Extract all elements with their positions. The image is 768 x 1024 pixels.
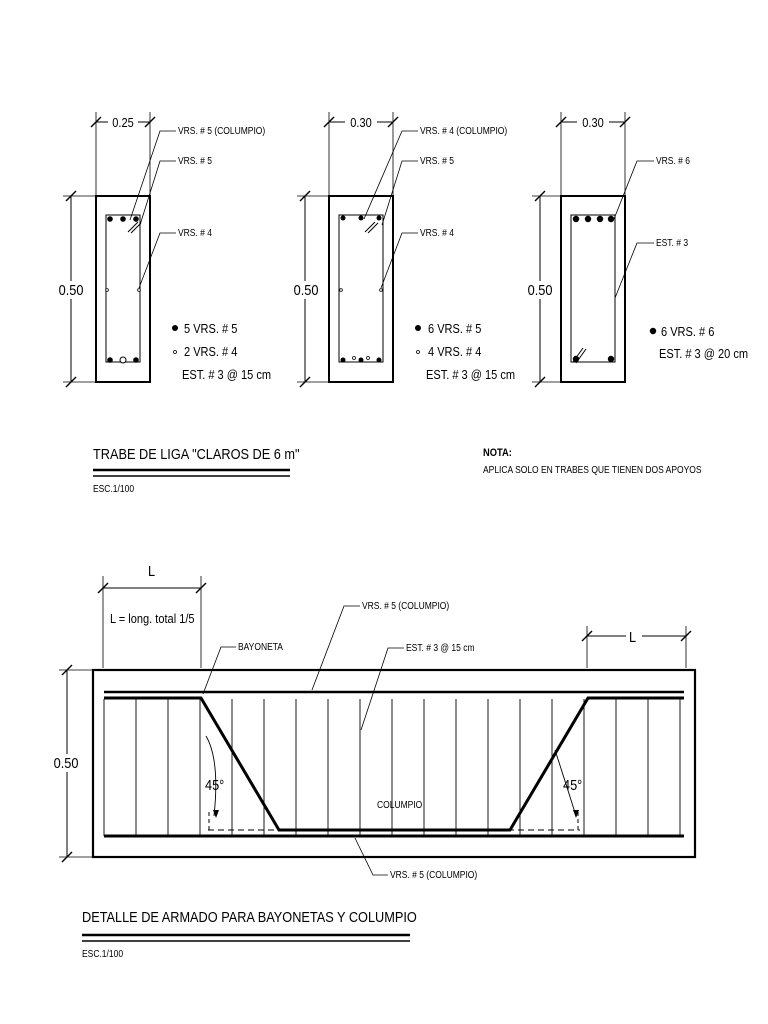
height-dim-label: 0.50 xyxy=(59,281,84,298)
label-bayoneta: BAYONETA xyxy=(238,641,284,652)
label-top-bar: VRS. # 5 xyxy=(420,155,454,166)
label-stirrup: EST. # 3 xyxy=(656,237,688,248)
height-dimension: 0.50 xyxy=(523,190,561,388)
label-bottom-columpio-bar: VRS. # 5 (COLUMPIO) xyxy=(390,869,477,880)
beam-section-1: 0.25 0.50 VRS. xyxy=(54,112,271,388)
label-top-bar: VRS. # 6 xyxy=(656,155,690,166)
dimension-L-right: L xyxy=(581,626,692,668)
beam-section-3: 0.30 0.50 VRS. # 6 EST. # 3 6 VRS. # 6 xyxy=(523,112,748,388)
legend-line-2: 2 VRS. # 4 xyxy=(184,344,238,359)
scale-label: ESC.1/100 xyxy=(82,948,123,959)
label-side-bar: VRS. # 4 xyxy=(420,227,454,238)
legend-line-3: EST. # 3 @ 15 cm xyxy=(182,367,271,382)
stirrup xyxy=(570,214,616,363)
title-trabe-de-liga: TRABE DE LIGA "CLAROS DE 6 m" xyxy=(93,445,300,462)
stirrup xyxy=(338,214,384,363)
label-columpio: COLUMPIO xyxy=(377,799,422,810)
section-outline xyxy=(560,195,626,383)
legend-line-1: 5 VRS. # 5 xyxy=(184,321,238,336)
stirrup xyxy=(105,214,141,363)
section-outline xyxy=(95,195,151,383)
hollow-bar-symbol xyxy=(173,350,177,354)
height-dimension: 0.50 xyxy=(50,664,93,863)
title-detalle-de-armado: DETALLE DE ARMADO PARA BAYONETAS Y COLUM… xyxy=(82,908,417,925)
dim-L-label: L xyxy=(148,562,155,579)
legend-line-2: EST. # 3 @ 20 cm xyxy=(659,346,748,361)
filled-bar-symbol xyxy=(649,327,657,335)
dim-L-right-label: L xyxy=(629,628,636,645)
note-text: APLICA SOLO EN TRABES QUE TIENEN DOS APO… xyxy=(483,464,702,475)
width-dimension: 0.30 xyxy=(323,112,399,195)
height-dimension: 0.50 xyxy=(289,190,329,388)
angle-right-label: 45° xyxy=(563,776,582,793)
title-block-1: TRABE DE LIGA "CLAROS DE 6 m" ESC.1/100 xyxy=(93,445,300,494)
label-columpio-bar: VRS. # 5 (COLUMPIO) xyxy=(178,125,265,136)
filled-bar-symbol xyxy=(172,325,178,331)
section-outline xyxy=(328,195,394,383)
height-dimension: 0.50 xyxy=(54,190,96,388)
label-side-bar: VRS. # 4 xyxy=(178,227,212,238)
stirrups xyxy=(103,699,681,836)
length-formula: L = long. total 1/5 xyxy=(110,611,195,626)
title-block-2: DETALLE DE ARMADO PARA BAYONETAS Y COLUM… xyxy=(82,908,417,959)
height-dim-label: 0.50 xyxy=(294,281,319,298)
height-dim-label: 0.50 xyxy=(54,754,79,771)
filled-bar-symbol xyxy=(415,325,421,331)
bent-bar-columpio xyxy=(104,696,684,832)
width-dim-label: 0.25 xyxy=(112,115,134,130)
hollow-bar-symbol xyxy=(416,350,420,354)
width-dim-label: 0.30 xyxy=(582,115,604,130)
beam-section-2: 0.30 0.50 VRS. # 4 (C xyxy=(289,112,515,388)
note-block: NOTA: APLICA SOLO EN TRABES QUE TIENEN D… xyxy=(483,447,702,475)
beam-elevation-detail: L L = long. total 1/5 L 0.50 xyxy=(50,562,697,880)
label-top-columpio-bar: VRS. # 5 (COLUMPIO) xyxy=(362,600,449,611)
width-dimension: 0.30 xyxy=(555,112,631,195)
label-columpio-bar: VRS. # 4 (COLUMPIO) xyxy=(420,125,507,136)
legend-line-2: 4 VRS. # 4 xyxy=(428,344,482,359)
angle-left-label: 45° xyxy=(205,776,224,793)
width-dimension: 0.25 xyxy=(90,112,156,195)
rebar-group xyxy=(572,215,615,364)
dimension-L-left: L xyxy=(97,562,207,668)
note-heading: NOTA: xyxy=(483,447,512,459)
width-dim-label: 0.30 xyxy=(350,115,372,130)
beam-outline xyxy=(91,668,697,859)
legend-line-3: EST. # 3 @ 15 cm xyxy=(426,367,515,382)
scale-label: ESC.1/100 xyxy=(93,483,134,494)
height-dim-label: 0.50 xyxy=(528,281,553,298)
rebar-group xyxy=(105,216,142,364)
label-top-bar: VRS. # 5 xyxy=(178,155,212,166)
label-stirrups: EST. # 3 @ 15 cm xyxy=(406,642,475,653)
rebar-group xyxy=(339,215,383,363)
angle-arc-left xyxy=(205,735,217,817)
legend-line-1: 6 VRS. # 6 xyxy=(661,324,715,339)
legend-line-1: 6 VRS. # 5 xyxy=(428,321,482,336)
